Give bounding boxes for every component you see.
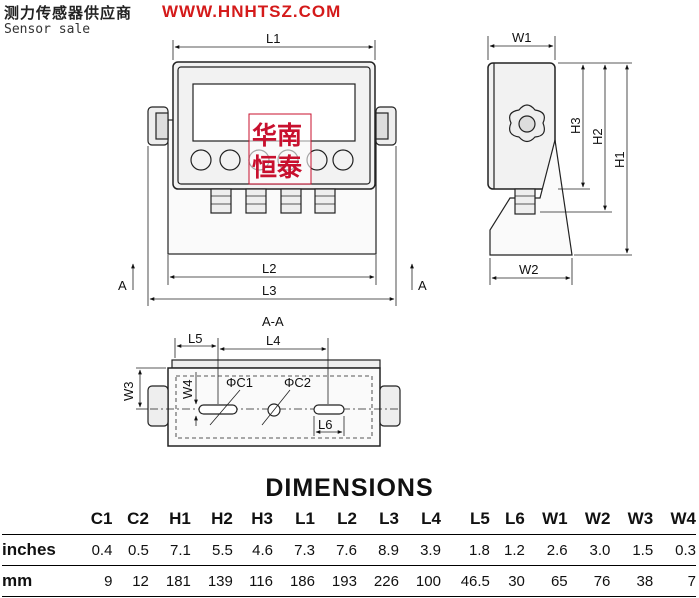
column-header: L1 (295, 509, 315, 528)
column-header: L5 (470, 509, 490, 528)
label-H1: H1 (612, 151, 627, 168)
table-cell: 76 (567, 565, 611, 597)
table-cell: 9 (76, 565, 113, 597)
column-header: H1 (169, 509, 191, 528)
label-C2: ΦC2 (284, 375, 311, 390)
column-header: H2 (211, 509, 233, 528)
table-cell: 8.9 (356, 534, 399, 566)
technical-drawing: L1 L2 L3 A A W1 W2 H3 H2 H1 A-A L5 L4 L6… (118, 30, 632, 447)
table-cell: 5.5 (190, 534, 233, 566)
row-label: inches (2, 534, 76, 566)
label-H2: H2 (590, 128, 605, 145)
dimensions-table: C1 C2 H1 H2 H3 L1 L2 L3 L4 L5 L6 W1 W2 W… (2, 506, 696, 597)
label-W2: W2 (519, 262, 539, 277)
label-L6: L6 (318, 417, 332, 432)
label-W3: W3 (121, 382, 136, 402)
column-header: C1 (90, 509, 113, 528)
column-header: W2 (584, 509, 611, 528)
section-title: A-A (262, 314, 284, 329)
table-cell: 116 (232, 565, 273, 597)
label-H3: H3 (568, 117, 583, 134)
table-cell: 226 (356, 565, 399, 597)
table-cell: 30 (489, 565, 525, 597)
table-cell: 38 (610, 565, 654, 597)
label-section-A-right: A (418, 278, 427, 293)
label-L2: L2 (262, 261, 276, 276)
table-cell: 1.5 (610, 534, 654, 566)
table-cell: 181 (148, 565, 191, 597)
section-view (136, 338, 401, 447)
label-C1: ΦC1 (226, 375, 253, 390)
label-L1: L1 (266, 31, 280, 46)
stamp-line2: 恒泰 (252, 153, 303, 182)
watermark-stamp: 华南 恒泰 (248, 113, 312, 185)
sensor-sale-text: Sensor sale (4, 22, 91, 37)
table-cell: 1.8 (440, 534, 490, 566)
table-cell: 0.5 (112, 534, 149, 566)
row-label: mm (2, 565, 76, 597)
table-row-mm: mm 9 12 181 139 116 186 193 226 100 46.5… (2, 565, 696, 597)
table-row-inches: inches 0.4 0.5 7.1 5.5 4.6 7.3 7.6 8.9 3… (2, 534, 696, 566)
column-header: W1 (542, 509, 568, 528)
column-header: L3 (379, 509, 399, 528)
table-header-row: C1 C2 H1 H2 H3 L1 L2 L3 L4 L5 L6 W1 W2 W… (2, 506, 696, 535)
table-cell: 7 (653, 565, 696, 597)
column-header: C2 (127, 509, 149, 528)
table-cell: 100 (398, 565, 441, 597)
dimensions-title: DIMENSIONS (265, 474, 434, 502)
header: 测力传感器供应商 (4, 2, 132, 23)
column-header: H3 (251, 509, 273, 528)
column-header: L4 (421, 509, 441, 528)
table-cell: 193 (314, 565, 357, 597)
table-cell: 1.2 (489, 534, 525, 566)
label-W1: W1 (512, 30, 532, 45)
table-cell: 139 (190, 565, 233, 597)
label-section-A-left: A (118, 278, 127, 293)
label-W4: W4 (180, 380, 195, 400)
column-header: L2 (337, 509, 357, 528)
table-cell: 7.6 (314, 534, 357, 566)
label-L3: L3 (262, 283, 276, 298)
table-cell: 2.6 (524, 534, 568, 566)
column-header: W4 (670, 509, 697, 528)
table-cell: 4.6 (232, 534, 273, 566)
table-cell: 186 (272, 565, 315, 597)
label-L5: L5 (188, 331, 202, 346)
table-cell: 0.3 (653, 534, 696, 566)
column-header: L6 (505, 509, 525, 528)
table-cell: 7.3 (272, 534, 315, 566)
table-cell: 3.0 (567, 534, 611, 566)
table-cell: 12 (112, 565, 149, 597)
table-corner (2, 506, 76, 535)
column-header: W3 (627, 509, 654, 528)
table-cell: 0.4 (76, 534, 113, 566)
brand-text: 测力传感器供应商 (4, 4, 133, 22)
table-cell: 46.5 (440, 565, 490, 597)
website-url[interactable]: WWW.HNHTSZ.COM (162, 2, 342, 21)
table-cell: 7.1 (148, 534, 191, 566)
stamp-line1: 华南 (252, 121, 302, 150)
side-view (487, 36, 632, 285)
table-cell: 65 (524, 565, 568, 597)
label-L4: L4 (266, 333, 280, 348)
table-cell: 3.9 (398, 534, 441, 566)
